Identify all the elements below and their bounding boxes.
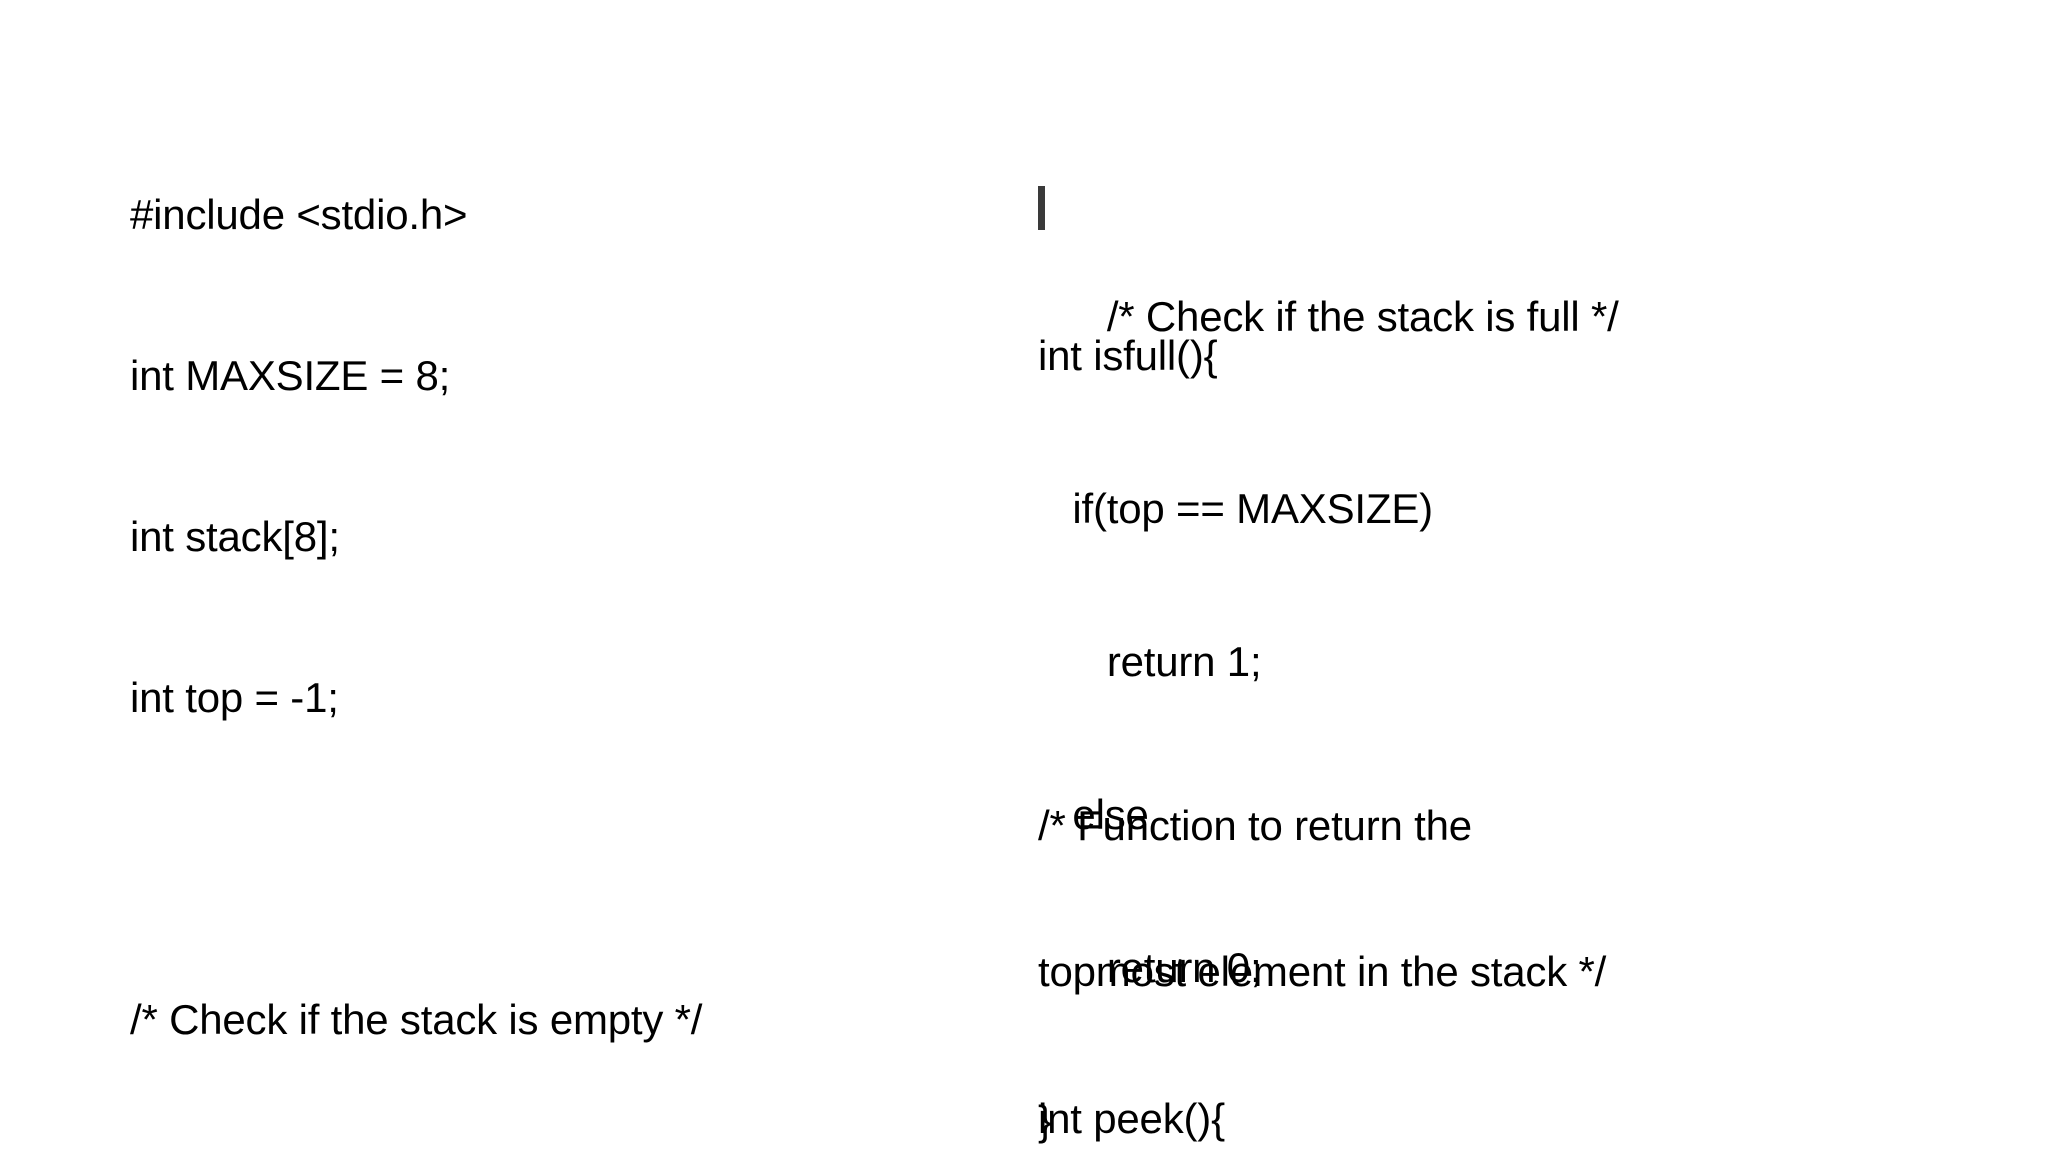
code-line-comment: /* Function to return the (1038, 802, 1472, 849)
code-line: else (1038, 791, 1149, 838)
code-line-text: /* Check if the stack is full */ (1106, 293, 1619, 340)
code-column-left[interactable]: #include <stdio.h> int MAXSIZE = 8; int … (130, 86, 930, 1152)
code-line: int peek(){ (1038, 1095, 1225, 1142)
code-line: if(top == MAXSIZE) (1038, 485, 1433, 532)
code-line: int top = -1; (130, 674, 339, 721)
text-caret-icon (1038, 186, 1045, 230)
code-line: int MAXSIZE = 8; (130, 352, 451, 399)
code-column-right-isfull[interactable]: /* Check if the stack is full */ int isf… (1038, 78, 1938, 1152)
code-line: } (1038, 1097, 1052, 1144)
code-line-comment: topmost element in the stack */ (1038, 948, 1607, 995)
code-line: int isfull(){ (1038, 332, 1218, 379)
code-line-comment: /* Check if the stack is empty */ (130, 996, 703, 1043)
code-line: return 0; (1038, 944, 1262, 991)
code-line: #include <stdio.h> (130, 191, 468, 238)
code-column-right-peek[interactable]: /* Function to return the topmost elemen… (1038, 700, 1938, 1152)
code-line-comment: /* Check if the stack is full */ (1038, 174, 1938, 340)
code-line-blank (130, 826, 930, 891)
code-line: return 1; (1038, 638, 1262, 685)
code-line: int stack[8]; (130, 513, 340, 560)
